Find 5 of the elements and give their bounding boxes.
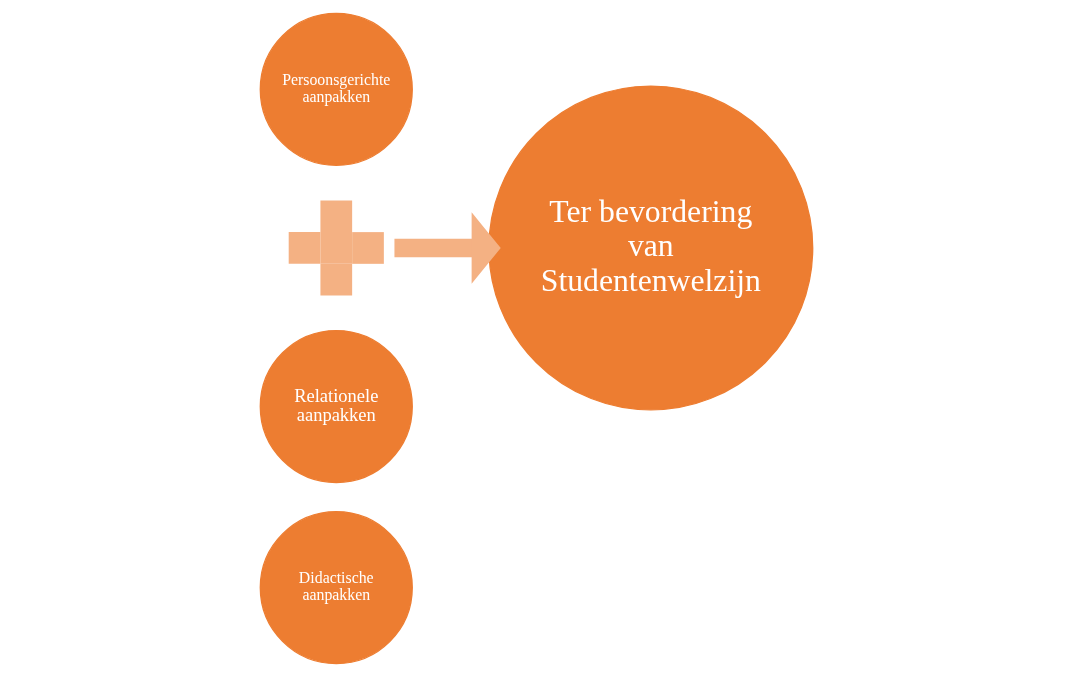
node-circle: Persoonsgerichte aanpakken: [259, 12, 413, 167]
arrow: [393, 212, 501, 284]
node-circle: Relationele aanpakken: [259, 329, 413, 484]
node-circle: Ter bevordering van Studentenwelzijn: [487, 85, 813, 411]
node-circle: Didactische aanpakken: [259, 510, 413, 665]
